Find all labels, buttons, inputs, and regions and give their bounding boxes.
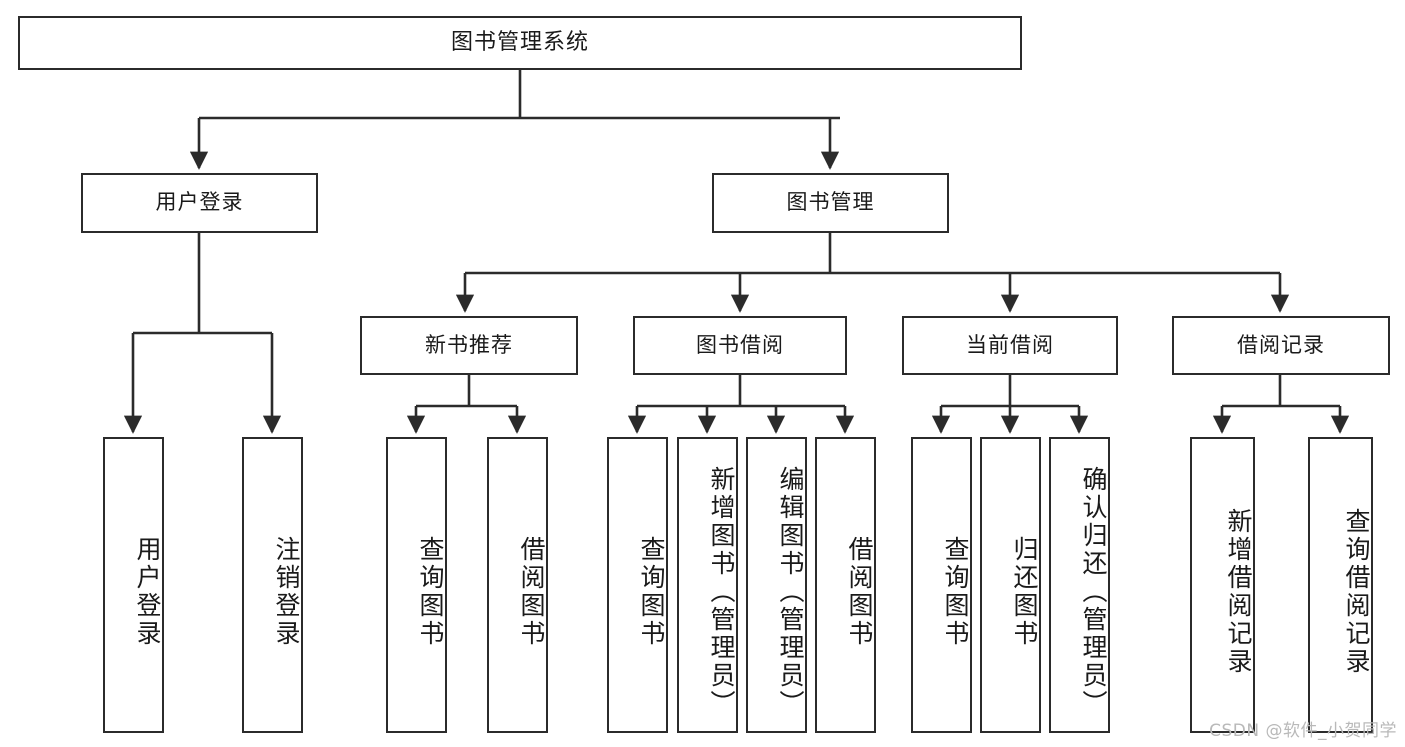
leaf-user-login[interactable]: 用户登录 <box>103 437 164 733</box>
node-new-book-recommend[interactable]: 新书推荐 <box>360 316 578 375</box>
node-root-system[interactable]: 图书管理系统 <box>18 16 1022 70</box>
csdn-watermark: CSDN @软件_小贺同学 <box>1209 721 1397 741</box>
leaf-edit-book-admin[interactable]: 编辑图书（管理员） <box>746 437 807 733</box>
leaf-add-borrow-record[interactable]: 新增借阅记录 <box>1190 437 1255 733</box>
node-borrow-record[interactable]: 借阅记录 <box>1172 316 1390 375</box>
leaf-query-book-recommend[interactable]: 查询图书 <box>386 437 447 733</box>
node-user-login[interactable]: 用户登录 <box>81 173 318 233</box>
leaf-borrow-book-recommend[interactable]: 借阅图书 <box>487 437 548 733</box>
leaf-confirm-return-admin[interactable]: 确认归还（管理员） <box>1049 437 1110 733</box>
node-current-borrow[interactable]: 当前借阅 <box>902 316 1118 375</box>
leaf-user-logout[interactable]: 注销登录 <box>242 437 303 733</box>
leaf-query-book-borrow[interactable]: 查询图书 <box>607 437 668 733</box>
node-book-manage[interactable]: 图书管理 <box>712 173 949 233</box>
leaf-add-book-admin[interactable]: 新增图书（管理员） <box>677 437 738 733</box>
leaf-borrow-book-borrow[interactable]: 借阅图书 <box>815 437 876 733</box>
leaf-query-book-current[interactable]: 查询图书 <box>911 437 972 733</box>
leaf-query-borrow-record[interactable]: 查询借阅记录 <box>1308 437 1373 733</box>
node-book-borrow[interactable]: 图书借阅 <box>633 316 847 375</box>
leaf-return-book[interactable]: 归还图书 <box>980 437 1041 733</box>
